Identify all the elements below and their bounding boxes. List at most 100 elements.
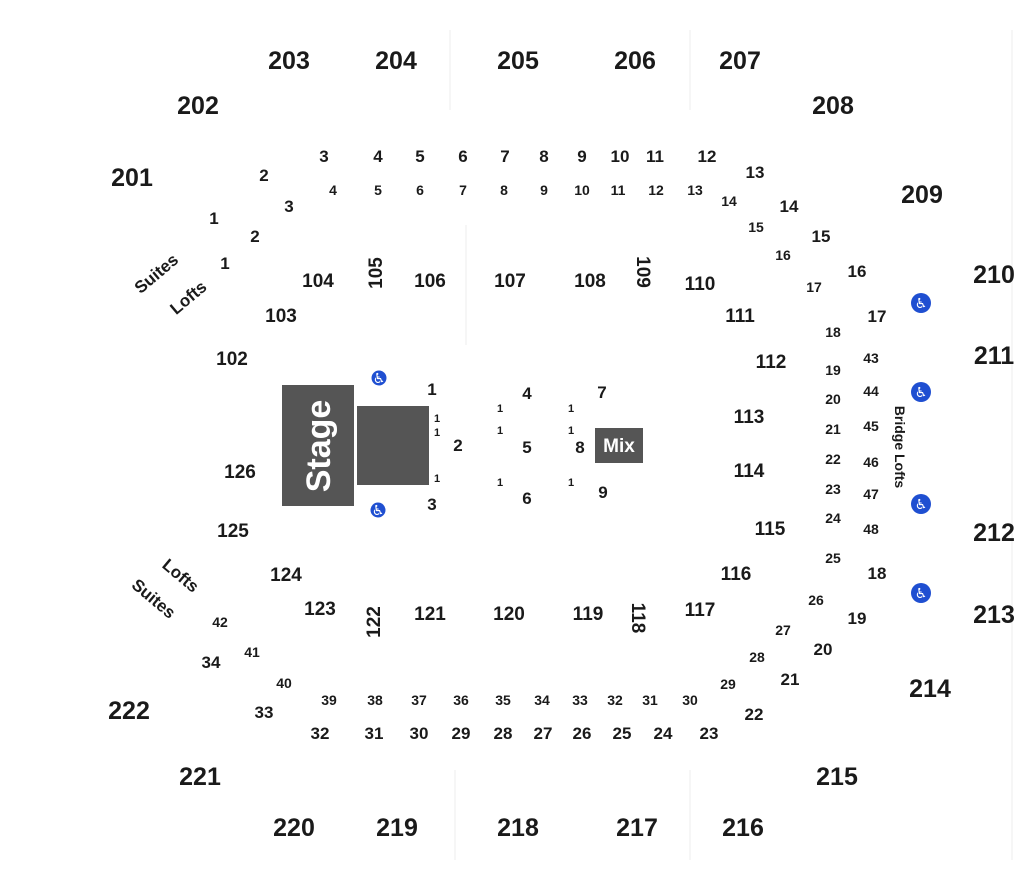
section-209[interactable]: 209: [901, 181, 943, 209]
section-213[interactable]: 213: [973, 601, 1015, 629]
row-label: 23: [825, 481, 841, 497]
upper-level: 201 202 203 204 205 206 207 208 209 210 …: [108, 47, 1015, 842]
row-label: 13: [746, 163, 765, 182]
wheelchair-icon[interactable]: ♿: [371, 370, 387, 386]
section-109[interactable]: 109: [632, 256, 653, 288]
section-214[interactable]: 214: [909, 675, 951, 703]
section-203[interactable]: 203: [268, 47, 310, 75]
section-108[interactable]: 108: [574, 271, 606, 292]
wheelchair-icon[interactable]: ♿: [370, 502, 386, 518]
row-label: 11: [646, 147, 664, 166]
mix-block: [595, 428, 643, 463]
row-label: 22: [745, 705, 764, 724]
section-205[interactable]: 205: [497, 47, 539, 75]
section-211[interactable]: 211: [974, 342, 1014, 370]
floor-section-5[interactable]: 5: [522, 438, 531, 457]
section-220[interactable]: 220: [273, 814, 315, 842]
section-208[interactable]: 208: [812, 92, 854, 120]
floor-section-4[interactable]: 4: [522, 384, 532, 403]
stage-label: Stage: [300, 400, 338, 493]
row-label: 17: [806, 279, 822, 295]
section-105[interactable]: 105: [366, 257, 387, 289]
floor-section-3[interactable]: 3: [427, 495, 436, 514]
row-label: 12: [698, 147, 717, 166]
row-label: 46: [863, 454, 879, 470]
row-label: 39: [321, 692, 337, 708]
section-210[interactable]: 210: [973, 261, 1015, 289]
section-216[interactable]: 216: [722, 814, 764, 842]
stage-thrust: [357, 406, 429, 485]
section-122[interactable]: 122: [364, 606, 385, 638]
section-115[interactable]: 115: [755, 519, 786, 540]
section-104[interactable]: 104: [302, 271, 334, 292]
section-222[interactable]: 222: [108, 697, 150, 725]
floor-section-1[interactable]: 1: [427, 380, 436, 399]
section-204[interactable]: 204: [375, 47, 417, 75]
section-218[interactable]: 218: [497, 814, 539, 842]
section-126[interactable]: 126: [224, 462, 256, 483]
section-207[interactable]: 207: [719, 47, 761, 75]
section-120[interactable]: 120: [493, 604, 525, 625]
section-221[interactable]: 221: [179, 763, 221, 791]
wheelchair-icon[interactable]: ♿: [911, 293, 931, 313]
row-label: 5: [415, 147, 424, 166]
section-202[interactable]: 202: [177, 92, 219, 120]
floor-row: 1: [434, 473, 440, 485]
section-113[interactable]: 113: [734, 407, 765, 428]
floor-section-7[interactable]: 7: [597, 383, 606, 402]
section-118[interactable]: 118: [627, 603, 648, 634]
row-label: 38: [367, 692, 383, 708]
row-label: 4: [373, 147, 383, 166]
lofts-label-bottom: Lofts: [159, 555, 203, 596]
section-102[interactable]: 102: [216, 349, 248, 370]
floor-section-9[interactable]: 9: [598, 483, 607, 502]
floor-section-2[interactable]: 2: [453, 436, 462, 455]
floor-section-8[interactable]: 8: [575, 438, 584, 457]
section-124[interactable]: 124: [270, 565, 302, 586]
row-label: 19: [825, 362, 841, 378]
section-119[interactable]: 119: [573, 604, 604, 625]
svg-text:♿: ♿: [915, 295, 928, 311]
section-215[interactable]: 215: [816, 763, 858, 791]
section-217[interactable]: 217: [616, 814, 658, 842]
section-106[interactable]: 106: [414, 271, 446, 292]
row-label: 21: [781, 670, 800, 689]
section-121[interactable]: 121: [414, 604, 446, 625]
section-212[interactable]: 212: [973, 519, 1015, 547]
row-label: 3: [319, 147, 328, 166]
row-label: 26: [573, 724, 592, 743]
section-114[interactable]: 114: [734, 461, 765, 482]
wheelchair-icon[interactable]: ♿: [911, 583, 931, 603]
row-label: 18: [825, 324, 841, 340]
wheelchair-icon[interactable]: ♿: [911, 382, 931, 402]
row-label: 34: [534, 692, 550, 708]
section-206[interactable]: 206: [614, 47, 656, 75]
row-label: 6: [458, 147, 467, 166]
wheelchair-icon[interactable]: ♿: [911, 494, 931, 514]
floor-row: 1: [497, 425, 503, 437]
row-label: 44: [863, 383, 879, 399]
section-112[interactable]: 112: [756, 352, 787, 373]
section-107[interactable]: 107: [494, 271, 526, 292]
row-label: 31: [642, 692, 658, 708]
row-label: 25: [613, 724, 632, 743]
floor-section-6[interactable]: 6: [522, 489, 531, 508]
section-117[interactable]: 117: [685, 600, 716, 621]
section-219[interactable]: 219: [376, 814, 418, 842]
section-116[interactable]: 116: [721, 564, 752, 585]
row-label: 8: [539, 147, 548, 166]
row-label: 16: [848, 262, 867, 281]
section-110[interactable]: 110: [685, 274, 716, 295]
section-103[interactable]: 103: [265, 306, 297, 327]
section-201[interactable]: 201: [111, 164, 153, 192]
section-125[interactable]: 125: [217, 521, 249, 542]
bridge-lofts-label: Bridge Lofts: [892, 406, 908, 489]
section-123[interactable]: 123: [304, 599, 336, 620]
section-111[interactable]: 111: [725, 306, 755, 327]
row-label: 24: [654, 724, 673, 743]
row-label: 40: [276, 675, 292, 691]
mix-position: Mix: [595, 428, 643, 463]
row-label: 30: [410, 724, 429, 743]
section-dividers: [449, 30, 1013, 860]
row-label: 26: [808, 592, 824, 608]
